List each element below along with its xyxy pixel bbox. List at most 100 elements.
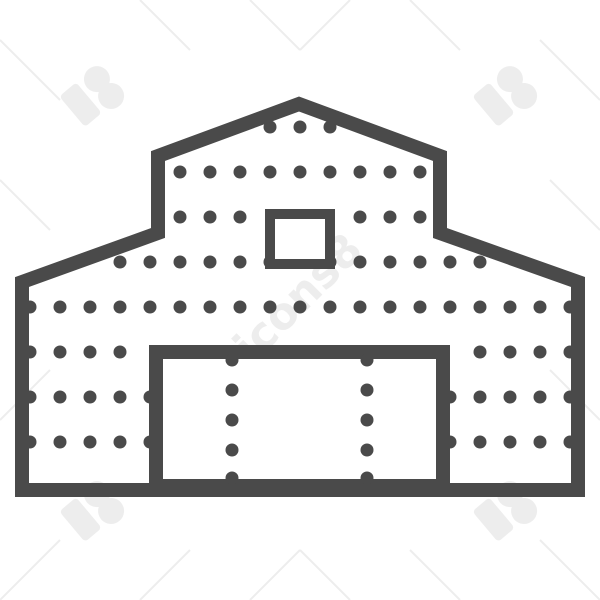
barn-dot	[533, 300, 547, 314]
barn-dot	[113, 435, 127, 449]
barn-dot	[83, 390, 97, 404]
barn-dot	[293, 165, 307, 179]
barn-dot	[503, 300, 517, 314]
barn-dot	[83, 345, 97, 359]
barn-dot	[113, 255, 127, 269]
watermark-logo-part	[473, 83, 514, 126]
watermark-logo-icon	[60, 66, 125, 126]
watermark-line	[0, 539, 61, 600]
barn-door-dot	[360, 443, 374, 457]
barn-dot	[113, 345, 127, 359]
barn-dot	[383, 165, 397, 179]
watermark-line	[299, 0, 351, 51]
barn-door-dot	[225, 471, 239, 485]
barn-dot	[203, 255, 217, 269]
barn-dot	[383, 210, 397, 224]
barn-dot	[413, 210, 427, 224]
barn-dot	[233, 300, 247, 314]
barn-door-dot	[225, 383, 239, 397]
barn-door	[149, 345, 450, 493]
barn-dot	[53, 300, 67, 314]
watermark-line	[549, 179, 600, 231]
barn-dot	[203, 165, 217, 179]
barn-icon	[15, 96, 585, 497]
watermark-line	[139, 0, 191, 51]
barn-dot	[83, 435, 97, 449]
barn-dot	[413, 255, 427, 269]
barn-dot	[203, 210, 217, 224]
barn-dot	[143, 255, 157, 269]
watermark-logo-part	[473, 498, 514, 541]
barn-dot	[503, 390, 517, 404]
barn-door-frame	[149, 345, 450, 493]
barn-dot	[113, 300, 127, 314]
watermark-logo-part	[511, 497, 538, 524]
barn-door-dot	[360, 353, 374, 367]
barn-dot	[533, 390, 547, 404]
barn-door-dot	[225, 353, 239, 367]
barn-dot	[383, 300, 397, 314]
barn-dot	[413, 165, 427, 179]
barn-door-dot	[360, 471, 374, 485]
barn-door-dot	[225, 413, 239, 427]
barn-dot	[533, 345, 547, 359]
watermark-line	[299, 549, 351, 600]
barn-dot	[353, 210, 367, 224]
barn-dot	[53, 345, 67, 359]
barn-dot	[263, 300, 277, 314]
barn-door-dot	[225, 443, 239, 457]
barn-dot	[443, 255, 457, 269]
barn-dot	[443, 300, 457, 314]
watermark-logo-part	[511, 82, 538, 109]
barn-door-dot	[360, 413, 374, 427]
barn-dot	[53, 435, 67, 449]
barn-dot	[203, 300, 217, 314]
watermark-line	[539, 39, 600, 101]
barn-dot	[173, 300, 187, 314]
barn-outline	[15, 96, 585, 497]
watermark-line	[539, 539, 600, 600]
barn-dot	[83, 300, 97, 314]
watermark-logo-part	[98, 497, 125, 524]
barn-door-dot	[360, 383, 374, 397]
watermark-logo-icon	[473, 66, 538, 126]
watermark-line	[0, 39, 61, 101]
barn-door-dots	[225, 353, 374, 485]
barn-dot	[473, 255, 487, 269]
barn-dot	[503, 435, 517, 449]
barn-dot	[233, 210, 247, 224]
barn-dot	[113, 390, 127, 404]
barn-window	[265, 209, 335, 269]
barn-dot	[413, 300, 427, 314]
barn-dot	[473, 345, 487, 359]
barn-dot	[293, 300, 307, 314]
barn-dot	[383, 255, 397, 269]
watermark-line	[139, 549, 191, 600]
barn-dot	[503, 345, 517, 359]
barn-dot	[53, 390, 67, 404]
barn-dot	[233, 255, 247, 269]
barn-dot	[173, 255, 187, 269]
barn-dot	[473, 300, 487, 314]
barn-dot	[323, 300, 337, 314]
watermark-logo-part	[60, 83, 101, 126]
barn-dot	[323, 165, 337, 179]
watermark-line	[0, 179, 51, 231]
watermark-line	[409, 0, 461, 51]
barn-dot	[473, 435, 487, 449]
barn-dot	[353, 255, 367, 269]
barn-dot	[533, 435, 547, 449]
barn-dot	[353, 300, 367, 314]
barn-dot	[473, 390, 487, 404]
barn-dot	[233, 165, 247, 179]
barn-dot	[293, 120, 307, 134]
barn-dot	[263, 120, 277, 134]
watermark-line	[249, 549, 301, 600]
barn-dot	[173, 165, 187, 179]
barn-dot	[143, 300, 157, 314]
watermark-line	[249, 0, 301, 51]
